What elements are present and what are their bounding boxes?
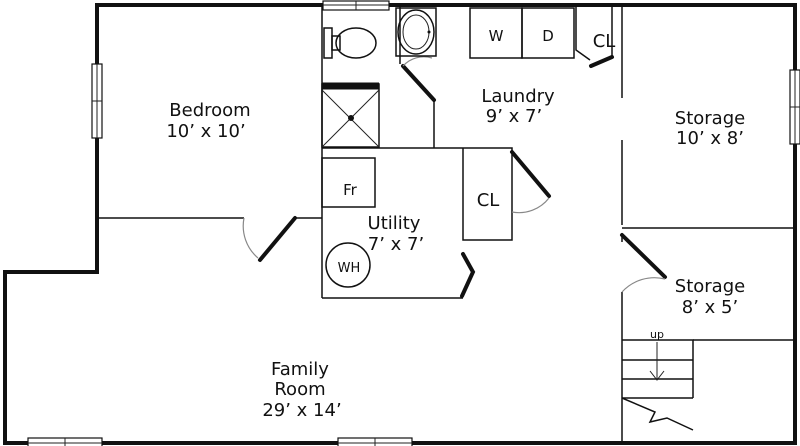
utility-fixtures: Fr WH CL	[321, 157, 500, 288]
stairs: up	[621, 328, 694, 431]
dryer-label: D	[542, 27, 554, 45]
washer-label: W	[489, 27, 504, 45]
door-storage-small	[620, 233, 667, 279]
bath-fixtures	[321, 7, 437, 148]
shower-drain-icon	[348, 115, 354, 121]
closet-laundry-wall	[575, 5, 591, 61]
utility-name: Utility	[368, 213, 421, 234]
door-bath	[401, 64, 436, 102]
door-utility	[460, 252, 476, 298]
stairs-up-label: up	[650, 328, 664, 341]
door-bedroom	[258, 216, 297, 262]
closet-laundry-label: CL	[593, 31, 616, 52]
storage-large-name: Storage	[675, 108, 745, 129]
family-room-name-line1: Family	[271, 359, 329, 380]
laundry-size: 9’ x 7’	[486, 106, 542, 127]
furnace-label: Fr	[343, 181, 358, 199]
dryer	[521, 7, 575, 59]
toilet-bowl	[335, 27, 377, 59]
water-heater-label: WH	[338, 261, 361, 276]
sink-counter	[395, 7, 437, 57]
sink-icon	[397, 9, 435, 55]
windows	[27, 0, 800, 446]
doors	[242, 56, 667, 298]
utility-size: 7’ x 7’	[368, 234, 424, 255]
storage-large-size: 10’ x 8’	[676, 128, 744, 149]
storage-small-size: 8’ x 5’	[682, 297, 738, 318]
closet-utility-label: CL	[477, 190, 500, 211]
toilet-tank	[323, 27, 333, 59]
laundry-name: Laundry	[481, 86, 555, 107]
furnace	[321, 157, 376, 208]
bedroom-name: Bedroom	[169, 100, 250, 121]
door-closet-utility	[510, 150, 551, 198]
water-heater	[325, 242, 371, 288]
room-labels: Bedroom 10’ x 10’ Laundry 9’ x 7’ Storag…	[166, 86, 745, 421]
family-room-size: 29’ x 14’	[262, 400, 341, 421]
exterior-walls	[3, 3, 797, 445]
closet-laundry-door	[589, 55, 614, 68]
interior-walls	[97, 5, 795, 443]
family-room-name-line2: Room	[274, 379, 325, 400]
laundry-fixtures: W D CL	[469, 5, 616, 68]
storage-small-name: Storage	[675, 276, 745, 297]
bedroom-size: 10’ x 10’	[166, 121, 245, 142]
